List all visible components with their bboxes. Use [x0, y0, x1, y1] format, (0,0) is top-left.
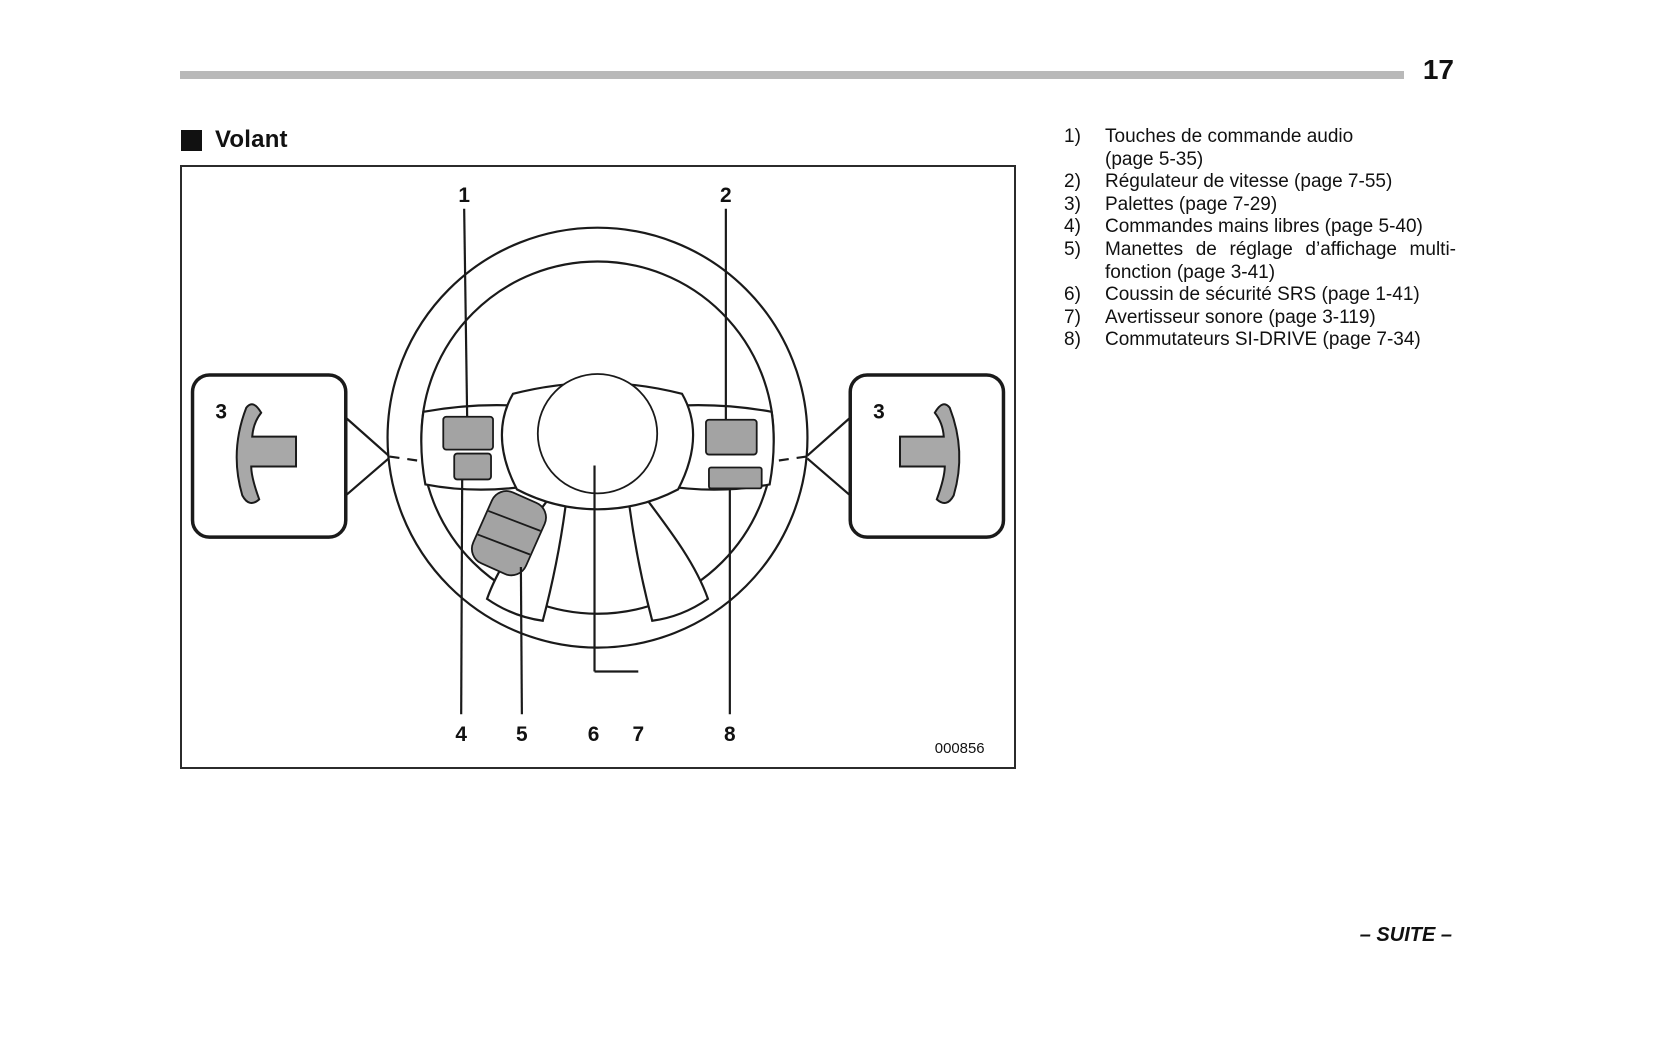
- legend-item: 8) Commutateurs SI-DRIVE (page 7-34): [1064, 329, 1456, 352]
- callout-label-8: 8: [724, 723, 736, 746]
- airbag-pad: [536, 373, 659, 495]
- legend-item: 2) Régulateur de vitesse (page 7-55): [1064, 171, 1456, 194]
- hands-free-buttons: [453, 452, 492, 481]
- right-paddle-connectors: [771, 415, 852, 498]
- legend-item-number: 3): [1064, 193, 1081, 215]
- legend-item-number: 2): [1064, 171, 1081, 193]
- callout-label-7: 7: [632, 723, 644, 746]
- callout-lines: [460, 208, 731, 715]
- legend-item: 1) Touches de commande audio (page 5-35): [1064, 126, 1456, 171]
- legend-item: 7) Avertisseur sonore (page 3-119): [1064, 307, 1456, 330]
- legend-item: 5) Manettes de réglage d’affichage multi…: [1064, 239, 1456, 284]
- page-number: 17: [1422, 54, 1454, 85]
- continuation-marker: – SUITE –: [1359, 924, 1452, 946]
- section-marker-square: [181, 129, 202, 151]
- legend-item-number: 7): [1064, 306, 1081, 328]
- legend-item-text: Avertisseur sonore (page 3-119): [1105, 306, 1376, 328]
- wheel-lower-right-spoke: [628, 500, 710, 622]
- callout-label-2: 2: [720, 184, 732, 207]
- cruise-control-buttons: [705, 418, 758, 456]
- legend-item-number: 5): [1064, 238, 1081, 260]
- steering-wheel-figure: 1 2 3 3 4 5 6 7 8 000856: [180, 165, 1016, 769]
- left-paddle-connectors: [344, 415, 425, 498]
- legend-item-text: Régulateur de vitesse (page 7-55): [1105, 171, 1393, 193]
- callout-label-6: 6: [588, 723, 600, 746]
- callout-label-3-right: 3: [873, 401, 885, 424]
- legend-item-number: 8): [1064, 329, 1081, 351]
- legend-item-text: Commutateurs SI-DRIVE (page 7-34): [1105, 329, 1421, 351]
- header-rule: [180, 71, 1404, 79]
- steering-wheel-diagram: 1 2 3 3 4 5 6 7 8 000856: [190, 184, 1006, 757]
- legend-item-text: Palettes (page 7-29): [1105, 193, 1278, 215]
- legend-item-text: Touches de commande audio (page 5-35): [1105, 126, 1354, 170]
- multifunction-display-lever: [471, 490, 547, 577]
- audio-control-buttons: [442, 415, 494, 451]
- legend-item: 4) Commandes mains libres (page 5-40): [1064, 216, 1456, 239]
- left-paddle-icon: [235, 403, 298, 504]
- right-paddle-icon: [898, 403, 961, 504]
- callout-label-4: 4: [455, 723, 467, 746]
- legend-item: 3) Palettes (page 7-29): [1064, 194, 1456, 217]
- figure-code: 000856: [935, 740, 985, 757]
- si-drive-switch: [708, 466, 763, 490]
- legend-item-number: 1): [1064, 126, 1081, 147]
- legend-item: 6) Coussin de sécurité SRS (page 1-41): [1064, 284, 1456, 307]
- legend-item-text: Manettes de réglage d’affichage multi- f…: [1105, 238, 1456, 283]
- legend-item-text: Coussin de sécurité SRS (page 1-41): [1105, 284, 1420, 306]
- section-title: Volant: [215, 126, 288, 153]
- section-heading: Volant: [181, 126, 288, 154]
- legend-list: 1) Touches de commande audio (page 5-35)…: [1064, 126, 1456, 352]
- legend-item-text: Commandes mains libres (page 5-40): [1105, 216, 1423, 238]
- callout-label-3-left: 3: [215, 401, 227, 424]
- callout-label-5: 5: [516, 723, 528, 746]
- callout-label-1: 1: [458, 184, 470, 207]
- legend-item-number: 4): [1064, 216, 1081, 238]
- legend-item-number: 6): [1064, 284, 1081, 306]
